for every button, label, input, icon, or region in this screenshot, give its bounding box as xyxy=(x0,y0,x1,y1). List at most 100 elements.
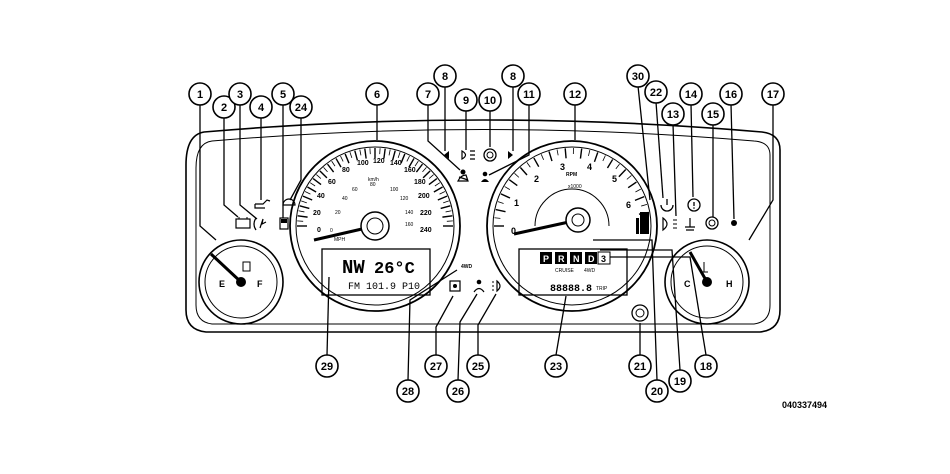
tach-tick xyxy=(494,218,500,219)
coolant-temp-icon xyxy=(685,218,695,230)
callout-3: 3 xyxy=(229,83,251,105)
tach-tick xyxy=(619,169,626,176)
callout-8-left: 8 xyxy=(434,65,456,87)
callout-13-label: 13 xyxy=(667,109,679,121)
tach-tick xyxy=(498,202,504,204)
callout-23: 23 xyxy=(545,355,567,377)
tach-redline xyxy=(636,212,649,234)
callout-21-label: 21 xyxy=(634,361,646,373)
speedo-outer-220: 220 xyxy=(420,210,432,217)
speedo-tick xyxy=(336,158,341,167)
speedo-outer-180: 180 xyxy=(414,179,426,186)
callout-9-label: 9 xyxy=(463,95,469,107)
callout-28-label: 28 xyxy=(402,386,414,398)
tach-2: 2 xyxy=(534,174,539,184)
callout-16-label: 16 xyxy=(725,89,737,101)
battery-icon xyxy=(236,217,250,228)
tach-tick xyxy=(509,180,517,186)
callout-6-label: 6 xyxy=(374,89,380,101)
callout-22-label: 22 xyxy=(650,87,662,99)
brake-warning-icon xyxy=(688,199,700,211)
speedo-hub xyxy=(361,212,389,240)
callout-7-label: 7 xyxy=(425,89,431,101)
callout-11: 11 xyxy=(518,83,540,105)
fuel-empty-label: E xyxy=(219,279,225,289)
radio-station: FM 101.9 P10 xyxy=(348,282,420,293)
speedo-tick xyxy=(440,192,445,195)
speedo-tick xyxy=(393,151,396,161)
speedo-inner-120: 120 xyxy=(400,196,409,202)
high-beam-icon xyxy=(462,151,475,159)
temp-hot-label: H xyxy=(726,279,733,289)
speedo-tick xyxy=(415,161,418,166)
callout-29: 29 xyxy=(316,355,338,377)
oil-pressure-icon xyxy=(255,200,270,208)
fuel-gauge: E F xyxy=(199,240,283,324)
tach-hub xyxy=(566,208,590,232)
seatbelt-icon xyxy=(458,170,468,182)
tach-tick xyxy=(496,210,506,212)
speedo-unit-mph: MPH xyxy=(334,237,346,243)
speedo-tick xyxy=(389,149,390,155)
speedo-tick xyxy=(446,211,452,212)
tach-tick xyxy=(541,154,543,160)
cluster-bezel-outer xyxy=(186,120,780,332)
tach-tick xyxy=(534,158,539,167)
tach-tick xyxy=(594,152,597,161)
trip-reset-button[interactable] xyxy=(632,305,648,321)
callout-14: 14 xyxy=(680,83,702,105)
speedo-outer-60: 60 xyxy=(328,179,336,186)
transmission-temp-icon xyxy=(706,217,718,229)
prndl-r: R xyxy=(558,254,565,264)
callout-24-label: 24 xyxy=(295,102,308,114)
callout-1-label: 1 xyxy=(197,89,203,101)
tach-tick xyxy=(641,204,647,206)
speedo-tick xyxy=(360,149,361,155)
prndl-four-wd: 4WD xyxy=(584,268,596,274)
callout-12-label: 12 xyxy=(569,89,581,101)
speedo-inner-80: 80 xyxy=(370,182,376,188)
prndl-3: 3 xyxy=(601,254,606,264)
tach-4: 4 xyxy=(587,162,592,172)
speedo-tick xyxy=(429,175,434,179)
tach-tick xyxy=(607,159,612,168)
callout-18: 18 xyxy=(695,355,717,377)
callout-30-label: 30 xyxy=(632,71,644,83)
callout-19-label: 19 xyxy=(674,376,686,388)
four-wd-low-icon xyxy=(450,281,460,291)
callout-14-label: 14 xyxy=(685,89,698,101)
speedo-outer-240: 240 xyxy=(420,227,432,234)
speedo-tick xyxy=(435,183,440,186)
tach-multiplier: x1000 xyxy=(568,184,582,190)
callout-26: 26 xyxy=(447,380,469,402)
speedo-inner-20: 20 xyxy=(335,210,341,216)
speedo-tick xyxy=(310,183,315,186)
callout-28: 28 xyxy=(397,380,419,402)
callout-15-label: 15 xyxy=(707,109,719,121)
speedo-outer-80: 80 xyxy=(342,167,350,174)
temperature-gauge: C H xyxy=(665,240,749,324)
callout-8-right: 8 xyxy=(502,65,524,87)
esp-indicator-icon xyxy=(474,280,484,292)
tach-tick xyxy=(588,150,589,156)
callout-20-label: 20 xyxy=(651,386,663,398)
tach-5: 5 xyxy=(612,174,617,184)
tach-tick xyxy=(616,164,620,169)
callout-25: 25 xyxy=(467,355,489,377)
speedo-inner-160: 160 xyxy=(405,222,414,228)
prndl-p: P xyxy=(543,254,549,264)
callout-3-label: 3 xyxy=(237,89,243,101)
speedo-outer-200: 200 xyxy=(418,193,430,200)
callout-16: 16 xyxy=(720,83,742,105)
speedo-tick xyxy=(316,175,321,179)
prndl-display: P R N D 3 CRUISE 4WD 88888.8 TRIP xyxy=(519,249,627,295)
callout-8-left-label: 8 xyxy=(442,71,448,83)
callout-8-right-label: 8 xyxy=(510,71,516,83)
tach-tick xyxy=(628,182,636,188)
callout-27: 27 xyxy=(425,355,447,377)
speedo-tick xyxy=(407,156,410,161)
speedo-inner-140: 140 xyxy=(405,210,414,216)
speedo-tick xyxy=(350,152,352,158)
speedo-tick xyxy=(303,196,312,200)
